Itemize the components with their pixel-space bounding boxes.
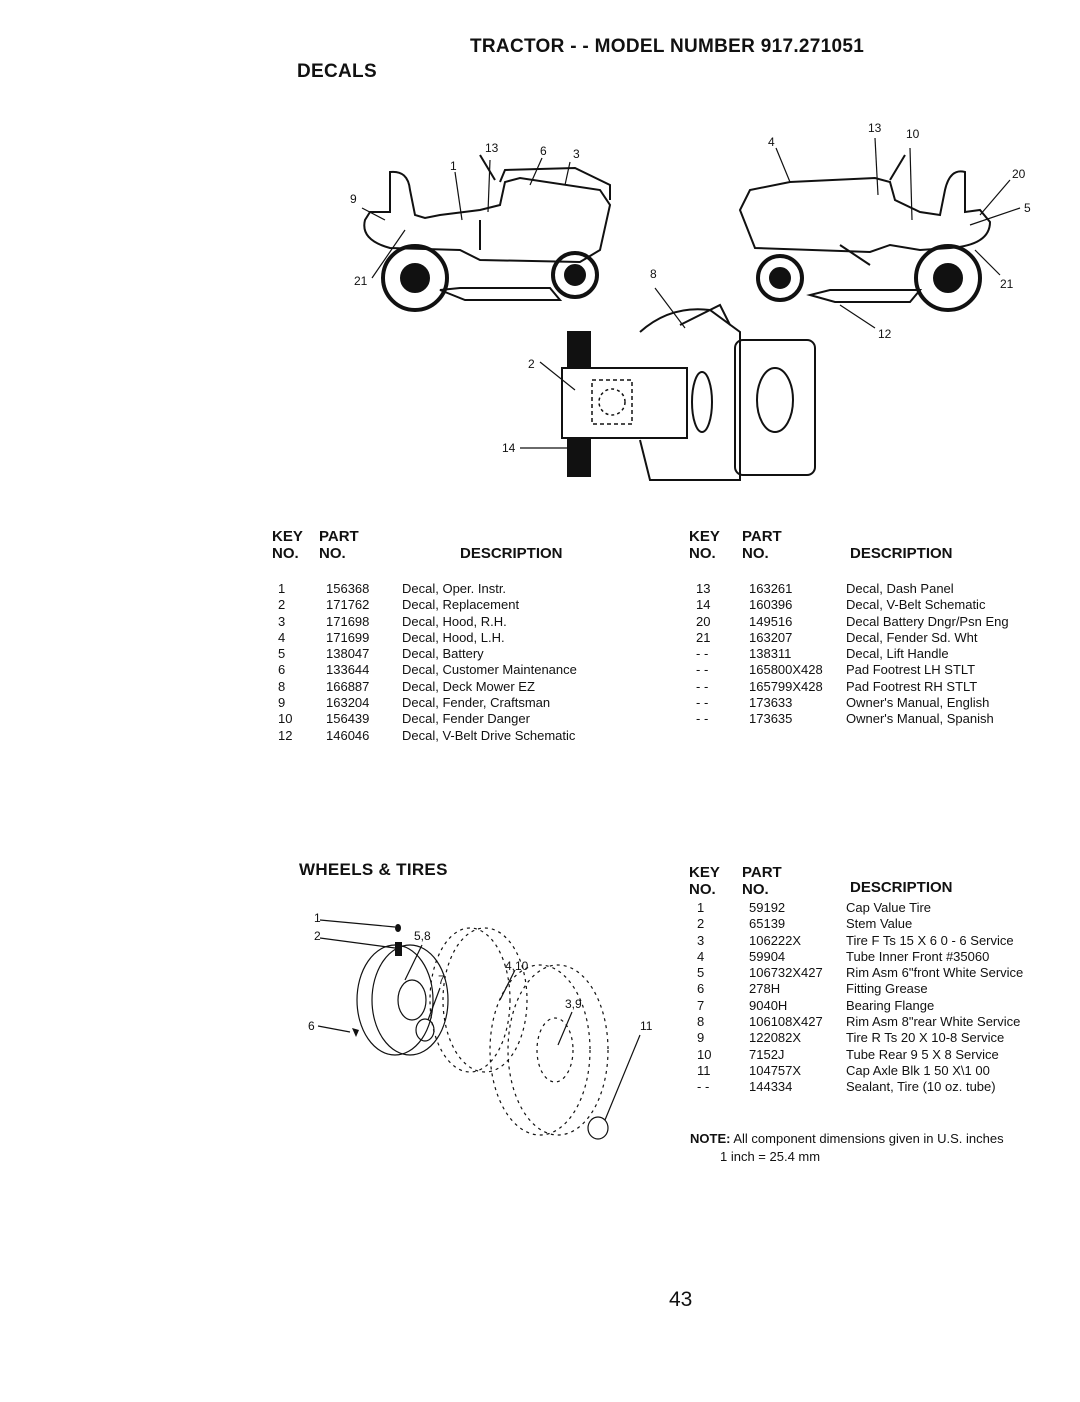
- note-body: All component dimensions given in U.S. i…: [733, 1131, 1004, 1146]
- axle-cap-illustration: [587, 1116, 609, 1140]
- callout-13-left: 13: [485, 141, 499, 155]
- callout-2: 2: [314, 929, 321, 943]
- page-number: 43: [669, 1288, 693, 1311]
- callout-2: 2: [528, 357, 535, 371]
- callout-13-right: 13: [868, 121, 882, 135]
- tractor-right-illustration: [738, 154, 992, 312]
- callout-5-8: 5,8: [414, 929, 431, 943]
- decals-heading: DECALS: [297, 61, 377, 82]
- callout-1: 1: [314, 911, 321, 925]
- callout-21-left: 21: [354, 274, 368, 288]
- callout-3: 3: [573, 147, 580, 161]
- front-tire-illustration: [429, 927, 528, 1073]
- note-conversion: 1 inch = 25.4 mm: [720, 1149, 821, 1164]
- callout-8: 8: [650, 267, 657, 281]
- callout-1: 1: [450, 159, 457, 173]
- page-title: TRACTOR - - MODEL NUMBER 917.271051: [470, 36, 865, 57]
- callout-21-right: 21: [1000, 277, 1014, 291]
- callout-11: 11: [640, 1019, 653, 1033]
- callout-20: 20: [1012, 167, 1026, 181]
- tractor-left-illustration: [363, 154, 612, 312]
- callout-4-10: 4,10: [505, 959, 529, 973]
- header-desc-wheels: DESCRIPTION: [850, 879, 953, 896]
- header-desc-right: DESCRIPTION: [850, 545, 953, 562]
- callout-6: 6: [308, 1019, 315, 1033]
- callout-7: 7: [438, 973, 445, 987]
- callout-12: 12: [878, 327, 892, 341]
- rear-tire-illustration: [489, 964, 609, 1136]
- wheels-diagram: 1 2 5,8 4,10 7 3,9 6 11: [308, 911, 653, 1140]
- note-label: NOTE:: [690, 1131, 731, 1146]
- header-desc-left: DESCRIPTION: [460, 545, 563, 562]
- callout-10: 10: [906, 127, 920, 141]
- callout-9: 9: [350, 192, 357, 206]
- callout-6: 6: [540, 144, 547, 158]
- callout-14: 14: [502, 441, 516, 455]
- callout-4: 4: [768, 135, 775, 149]
- front-rim-illustration: [356, 944, 449, 1056]
- wheels-heading: WHEELS & TIRES: [299, 860, 448, 879]
- callout-3-9: 3,9: [565, 997, 582, 1011]
- bearing-flange-illustration: [415, 1018, 435, 1042]
- tractor-top-view-illustration: [561, 303, 816, 481]
- note-text: NOTE: All component dimensions given in …: [690, 1130, 1004, 1147]
- decals-diagram: 1 2 3 4 5 6 8 9 10 12 13 13 14 20 21 21: [350, 121, 1031, 481]
- callout-5: 5: [1024, 201, 1031, 215]
